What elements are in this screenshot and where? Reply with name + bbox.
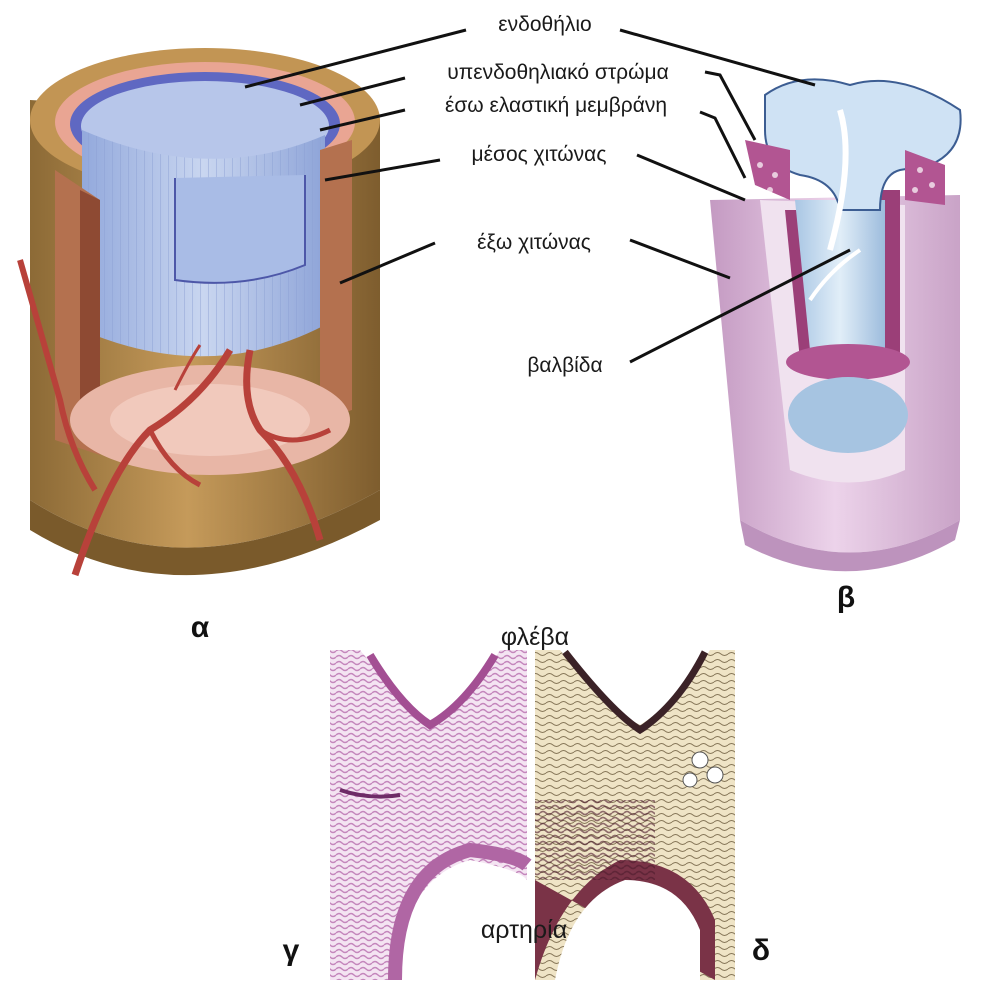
label-vein: φλέβα [501,623,569,651]
leader-internal-elastic-b [700,112,745,178]
label-endothelium: ενδοθήλιο [498,13,591,36]
label-artery: αρτηρία [481,916,567,944]
label-tunica-media: μέσος χιτώνας [472,143,607,166]
panel-letter-a: α [191,611,210,644]
label-subendothelial: υπενδοθηλιακό στρώμα [447,61,668,84]
label-tunica-externa: έξω χιτώνας [477,231,591,254]
vein-cutaway-illustration [710,79,961,571]
leader-subendothelial-b [705,72,755,140]
label-valve: βαλβίδα [527,354,602,377]
panel-letter-c: γ [283,934,300,967]
label-internal-elastic: έσω ελαστική μεμβράνη [445,94,667,117]
panel-letter-d: δ [752,934,770,967]
leader-media-b [637,155,745,200]
panel-letter-b: β [837,581,855,614]
